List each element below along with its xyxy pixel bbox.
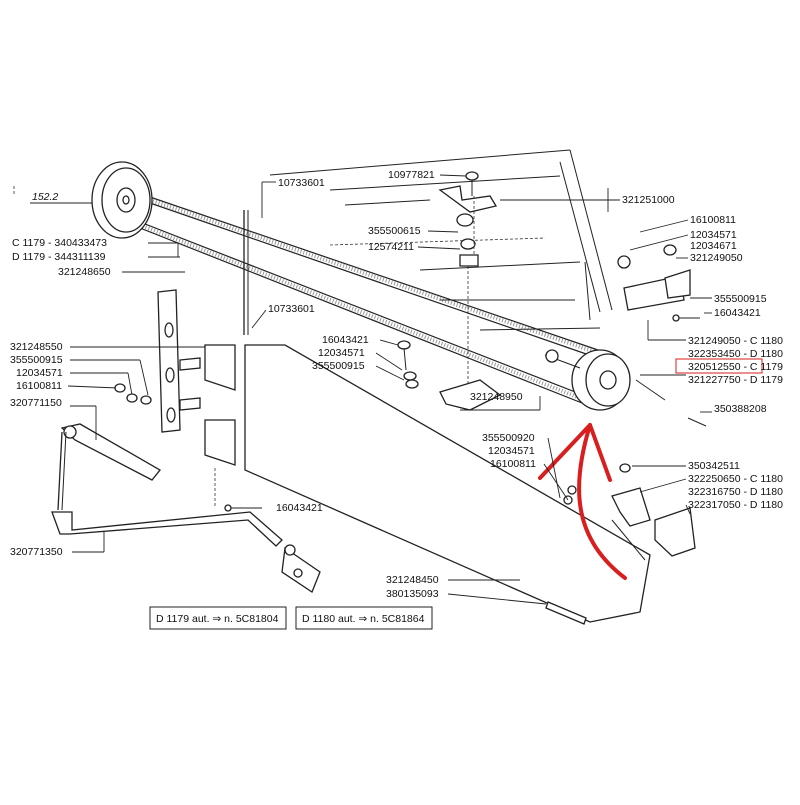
part-number-label: 10733601 <box>268 303 315 315</box>
part-number-label: 321248950 <box>470 391 523 403</box>
part-number-label: 321248550 <box>10 341 63 353</box>
ref-number-text: 152.2 <box>32 191 58 203</box>
note-box-d1179 <box>149 606 287 630</box>
top-hardware <box>438 171 498 385</box>
lever-arm <box>57 423 161 511</box>
part-number-label: 12034571 <box>16 367 63 379</box>
note-box-d1180 <box>295 606 433 630</box>
part-number-label: C 1179 - 340433473 <box>12 237 107 249</box>
part-number-label: 355500615 <box>368 225 421 237</box>
part-number-label: 16043421 <box>714 307 761 319</box>
part-number-label: 12034571 <box>488 445 535 457</box>
serial-notes: D 1179 aut. ⇒ n. 5C81804 D 1180 aut. ⇒ n… <box>149 606 433 630</box>
part-number-label: 321249050 - C 1180 <box>688 335 783 347</box>
part-number-label: 350388208 <box>714 403 767 415</box>
part-number-label: 355500915 <box>10 354 63 366</box>
bottom-bolt <box>224 504 587 625</box>
highlight-box <box>675 358 763 374</box>
right-hardware <box>617 244 707 427</box>
part-labels: 10977821 10733601 321251000 355500615 12… <box>10 169 783 605</box>
part-number-label: 12574211 <box>368 241 414 253</box>
part-number-label: 322317050 - D 1180 <box>688 499 783 511</box>
part-number-label: 16043421 <box>276 502 323 514</box>
part-number-label: 16100811 <box>490 458 536 470</box>
highlight-arrow <box>538 423 627 580</box>
part-number-label: 16100811 <box>16 380 62 392</box>
lower-right-brackets <box>563 463 696 557</box>
vertical-rod <box>243 210 249 335</box>
note-d1180: D 1180 aut. ⇒ n. 5C81864 <box>302 613 425 625</box>
part-number-label: 321251000 <box>622 194 675 206</box>
part-number-label: 320512550 - C 1179 <box>688 361 783 373</box>
housing-brackets <box>179 344 236 466</box>
part-number-label: 12034571 <box>318 347 365 359</box>
part-number-label: 355500920 <box>482 432 535 444</box>
right-pulley <box>544 349 666 411</box>
part-number-label: 322250650 - C 1180 <box>688 473 783 485</box>
part-number-label: 320771150 <box>10 397 62 409</box>
part-number-label: 350342511 <box>688 460 740 472</box>
lower-rod <box>51 511 321 593</box>
part-number-label: D 1179 - 344311139 <box>12 251 106 263</box>
part-number-label: 355500915 <box>714 293 767 305</box>
note-d1179: D 1179 aut. ⇒ n. 5C81804 <box>156 613 279 625</box>
part-number-label: 12034571 <box>690 229 737 241</box>
middle-bracket <box>397 340 502 411</box>
part-number-label: 321248450 <box>386 574 439 586</box>
slotted-bar <box>157 289 181 433</box>
part-number-label: 10977821 <box>388 169 435 181</box>
belt-housing <box>244 344 651 623</box>
part-number-label: 321249050 <box>690 252 743 264</box>
ref-number: 152.2 <box>13 186 92 204</box>
part-number-label: 321248650 <box>58 266 111 278</box>
part-number-label: 322353450 - D 1180 <box>688 348 783 360</box>
left-pulley <box>91 161 153 239</box>
part-number-label: 10733601 <box>278 177 325 189</box>
machine-frame <box>269 149 613 331</box>
part-number-label: 322316750 - D 1180 <box>688 486 783 498</box>
part-number-label: 355500915 <box>312 360 365 372</box>
part-number-label: 12034671 <box>690 240 737 252</box>
part-number-label: 380135093 <box>386 588 439 600</box>
part-number-label: 16043421 <box>322 334 369 346</box>
part-number-label: 320771350 <box>10 546 63 558</box>
part-number-label: 321227750 - D 1179 <box>688 374 783 386</box>
part-number-label: 16100811 <box>690 214 736 226</box>
